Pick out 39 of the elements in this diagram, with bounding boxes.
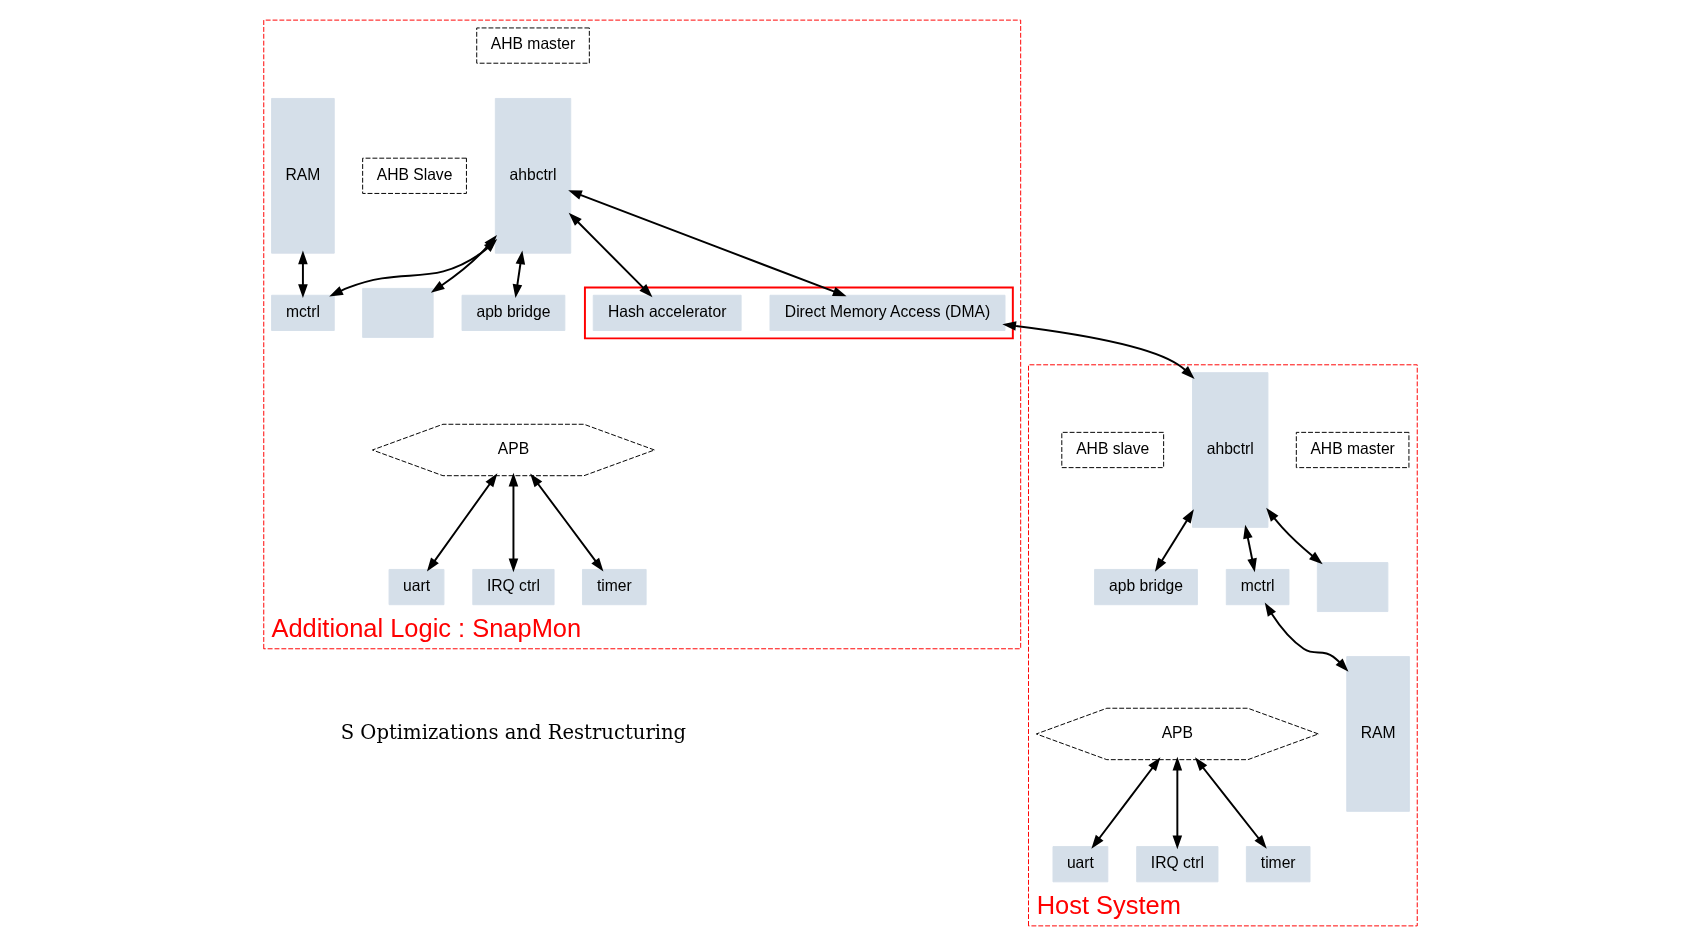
node-box xyxy=(362,287,434,338)
arrow xyxy=(426,473,498,572)
arrow xyxy=(298,250,308,299)
node-box: AHB master xyxy=(476,27,590,64)
node-box: uart xyxy=(1052,846,1109,883)
node-box: IRQ ctrl xyxy=(1136,846,1219,883)
node-box: AHB master xyxy=(1295,431,1410,469)
arrow xyxy=(1091,757,1161,849)
node-box: timer xyxy=(582,568,647,606)
arrow xyxy=(1264,602,1349,672)
arrow xyxy=(508,472,519,573)
arrow xyxy=(530,473,604,572)
arrow xyxy=(1172,756,1183,850)
arrow xyxy=(568,212,653,298)
node-box: Hash accelerator xyxy=(592,294,742,331)
node-box: Direct Memory Access (DMA) xyxy=(769,294,1006,331)
node-box xyxy=(1316,562,1389,613)
node-box: timer xyxy=(1245,846,1311,883)
label: S Optimizations and Restructuring xyxy=(340,720,687,744)
node-box: mctrl xyxy=(1225,568,1290,606)
arrow xyxy=(329,238,498,297)
node-box: apb bridge xyxy=(1094,568,1198,606)
node-box: IRQ ctrl xyxy=(472,568,555,606)
node-box: AHB Slave xyxy=(362,157,467,194)
arrow xyxy=(1243,524,1257,573)
node-box: ahbctrl xyxy=(494,97,572,254)
node-box: uart xyxy=(388,568,445,606)
node-box: mctrl xyxy=(271,294,335,331)
arrow xyxy=(1002,321,1195,380)
arrow xyxy=(1266,507,1323,565)
node-box: RAM xyxy=(1346,656,1410,812)
node-box: ahbctrl xyxy=(1192,372,1269,528)
node-box: RAM xyxy=(271,97,335,254)
arrow xyxy=(568,190,847,297)
arrow xyxy=(1194,757,1267,849)
arrow xyxy=(1154,509,1194,572)
arrow xyxy=(512,250,526,299)
node-box: apb bridge xyxy=(461,294,566,331)
node-box: AHB slave xyxy=(1061,431,1165,469)
